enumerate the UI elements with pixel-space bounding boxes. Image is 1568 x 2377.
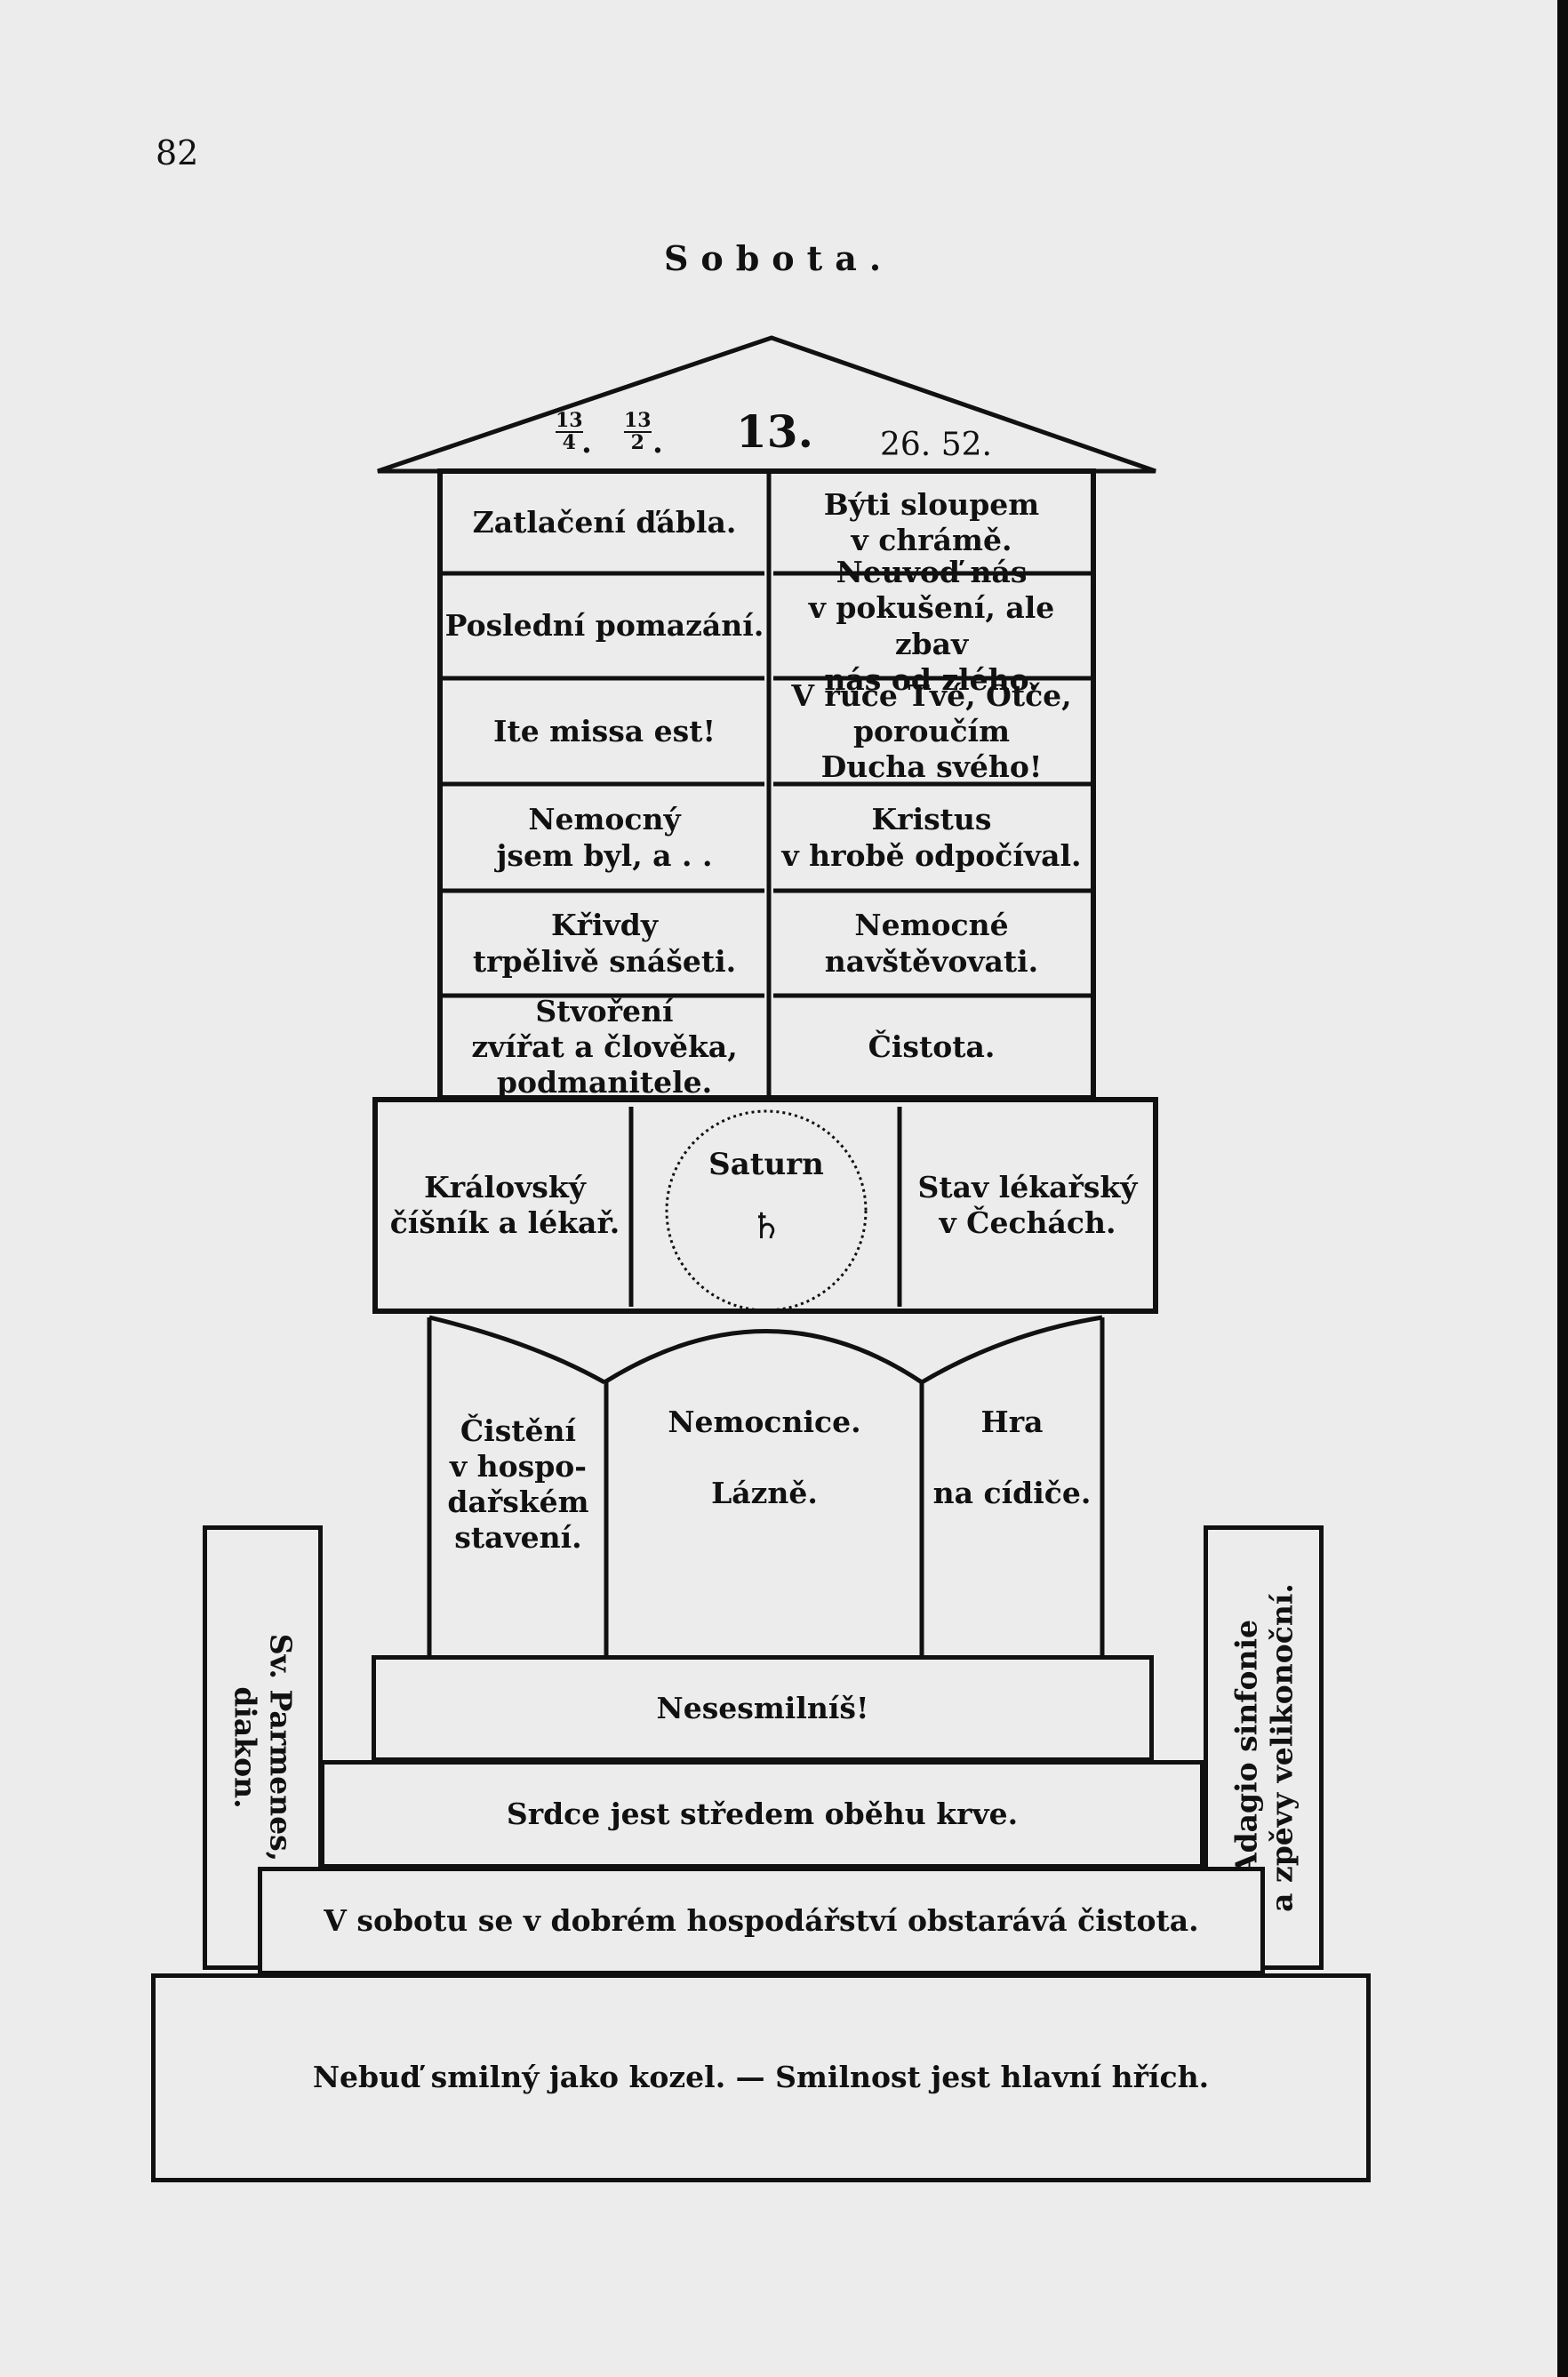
saturn-circle (665, 1109, 868, 1312)
band-left: Královský číšník a lékař. (389, 1169, 620, 1240)
roof-fraction-1-numerator: 13 (556, 409, 583, 432)
tower-left-cell-2: Poslední pomazání. (444, 608, 764, 644)
band-planet-name: Saturn (708, 1147, 824, 1182)
roof-main-number: 13. (736, 405, 813, 458)
roof-fraction-1: 13 4 (556, 409, 583, 453)
roof-fraction-2-sep: . (652, 425, 663, 460)
step-2: Srdce jest středem oběhu krve. (320, 1760, 1204, 1869)
step-4-label: Nebuď smilný jako kozel. — Smilnost jest… (312, 2060, 1210, 2095)
portico-lines (427, 1315, 1105, 1655)
saturn-symbol-icon: ♄ (750, 1206, 782, 1247)
tower-row-lines (440, 571, 1093, 998)
roof-fraction-2-denominator: 2 (624, 431, 652, 453)
portico-center: Nemocnice. Lázně. (668, 1404, 861, 1511)
tower-left-cell-4: Nemocný jsem byl, a . . (496, 802, 713, 873)
tower-right-cell-1: Býti sloupem v chrámě. (823, 486, 1040, 557)
step-3: V sobotu se v dobrém hospodářství obstar… (258, 1867, 1265, 1975)
roof-fraction-1-sep: . (581, 425, 592, 460)
portico-left: Čistění v hospo- dařském stavení. (447, 1413, 589, 1556)
step-3-label: V sobotu se v dobrém hospodářství obstar… (324, 1902, 1199, 1938)
tower-left-cell-6: Stvoření zvířat a člověka, podmanitele. (471, 993, 738, 1100)
step-2-label: Srdce jest středem oběhu krve. (506, 1796, 1019, 1831)
page-title: Sobota. (663, 238, 894, 278)
tower-left-cell-3: Ite missa est! (493, 713, 716, 748)
roof-fraction-1-denominator: 4 (556, 431, 583, 453)
tower-right-cell-5: Nemocné navštěvovati. (824, 908, 1039, 979)
roof-fraction-2-numerator: 13 (624, 409, 652, 432)
portico-right: Hra na cídiče. (932, 1404, 1092, 1511)
step-1-label: Nesesmilníš! (656, 1690, 869, 1725)
tower-left-cell-5: Křivdy trpělivě snášeti. (472, 908, 737, 979)
roof-fraction-2: 13 2 (624, 409, 652, 453)
tower-right-cell-6: Čistota. (868, 1028, 996, 1064)
band-right: Stav lékařský v Čechách. (917, 1169, 1138, 1240)
step-1: Nesesmilníš! (372, 1655, 1154, 1762)
tower-right-cell-3: V ruce Tvé, Otče, poroučím Ducha svého! (791, 677, 1072, 785)
page-number: 82 (156, 133, 199, 172)
tower-right-cell-2: Neuvoď nás v pokušení, ale zbav nás od z… (808, 555, 1055, 697)
tower-right-cell-4: Kristus v hrobě odpočíval. (781, 802, 1082, 873)
tower-left-cell-1: Zatlačení ďábla. (472, 504, 737, 540)
step-4: Nebuď smilný jako kozel. — Smilnost jest… (151, 1973, 1371, 2182)
roof-right-numbers: 26. 52. (880, 427, 992, 463)
